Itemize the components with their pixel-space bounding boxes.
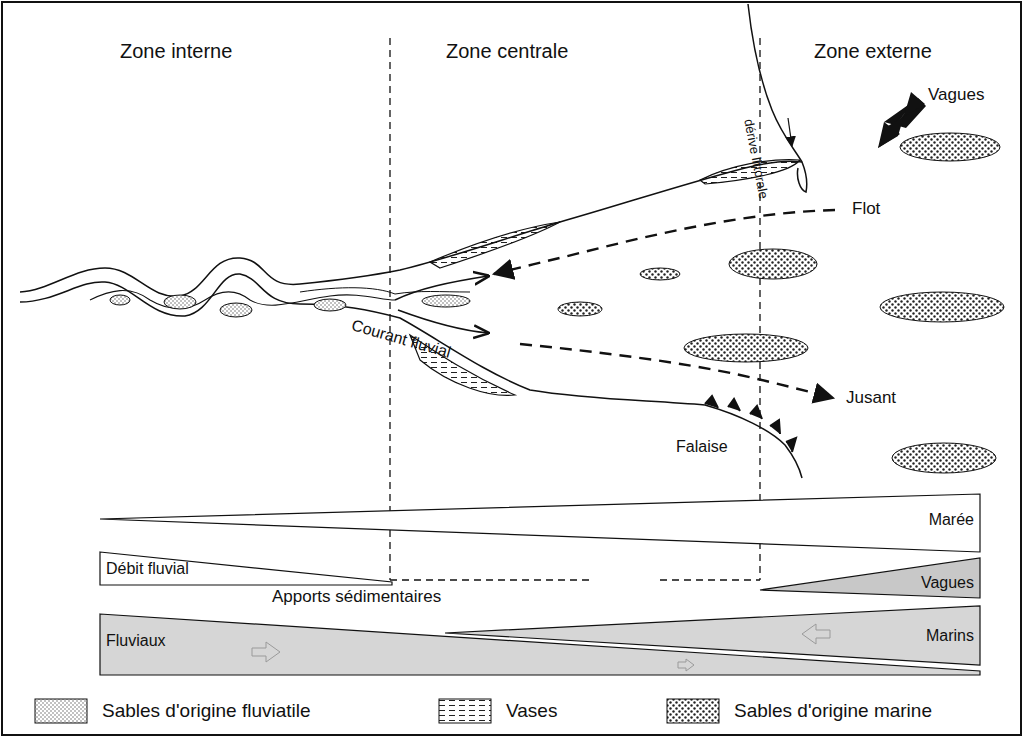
diagram-label: Zone centrale [446,40,568,62]
diagram-label: Jusant [846,389,896,408]
diagram-label: Apports sédimentaires [272,588,441,607]
diagram-label: Zone externe [814,40,932,62]
band-label: Vagues [921,574,974,592]
legend-text: Sables d'origine marine [734,700,932,722]
diagram-label: Falaise [676,438,728,456]
band-shape [100,494,980,552]
gradient-band: Marins [445,606,980,666]
legend-swatch [666,698,720,724]
band-label: Marins [926,627,974,645]
legend-entry: Sables d'origine fluviatile [34,698,311,724]
diagram-label: dérive littorale [741,118,770,200]
legend-text: Vases [506,700,557,722]
gradient-band: Débit fluvial [100,552,392,586]
diagram-label: Zone interne [120,40,232,62]
diagram-label: Vagues [928,86,984,105]
band-label: Fluviaux [106,632,166,650]
band-label: Marée [929,511,974,529]
legend-text: Sables d'origine fluviatile [102,700,311,722]
band-label: Débit fluvial [106,560,189,578]
diagram-label: Flot [852,200,880,219]
legend-swatch [34,698,88,724]
legend-entry: Vases [438,698,557,724]
legend-swatch [438,698,492,724]
legend-entry: Sables d'origine marine [666,698,932,724]
gradient-band: Vagues [760,558,980,598]
band-shape [445,606,980,666]
gradient-band: Marée [100,494,980,552]
